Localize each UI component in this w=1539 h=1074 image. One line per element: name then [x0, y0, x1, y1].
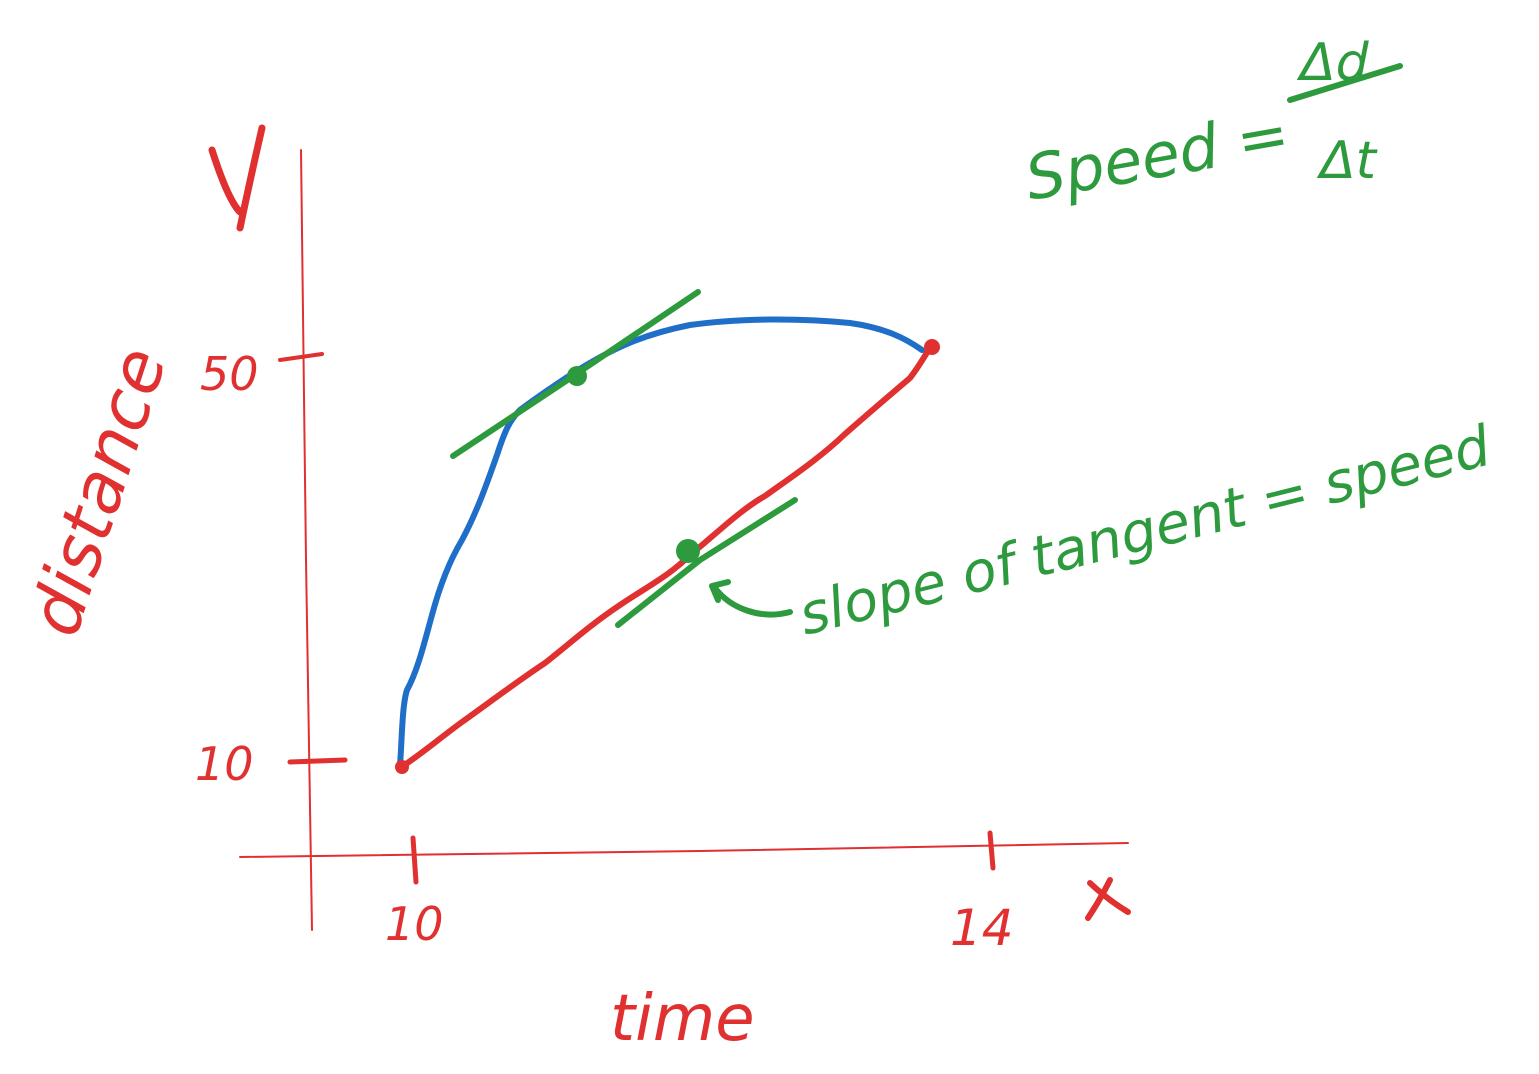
- x-axis-line: [239, 842, 1129, 858]
- y-axis-label: distance: [13, 338, 183, 645]
- x-letter-shape: [1085, 877, 1131, 921]
- y-tick-label-50: 50: [200, 347, 259, 401]
- x-tick-label-10: 10: [385, 897, 444, 951]
- axes: [239, 149, 1129, 931]
- end-point: [924, 339, 940, 355]
- tangent-line-blue: [450, 289, 701, 459]
- speed-lhs: Speed =: [1020, 97, 1295, 215]
- x-tick-14: [987, 830, 996, 871]
- tangent-note: slope of tangent = speed: [793, 414, 1498, 649]
- x-tick-10: [410, 835, 419, 885]
- start-point: [395, 760, 409, 774]
- speed-numerator: Δd: [1296, 33, 1370, 93]
- red-curve: [397, 342, 935, 771]
- y-tick-10: [287, 757, 348, 765]
- x-tick-label-14: 14: [950, 899, 1014, 957]
- blue-curve: [397, 316, 925, 768]
- y-axis-line: [300, 149, 313, 931]
- y-letter-shape: [208, 124, 266, 232]
- speed-formula: Speed = Δd Δt: [1020, 33, 1403, 215]
- fraction-bar: [1287, 63, 1403, 103]
- y-tick-50: [278, 352, 324, 362]
- speed-denominator: Δt: [1316, 131, 1378, 191]
- x-axis-label: time: [610, 982, 755, 1056]
- axis-x-letter: x: [1085, 877, 1131, 921]
- curved-arrow-icon: [709, 579, 793, 618]
- y-tick-label-10: 10: [195, 737, 254, 791]
- axis-y-letter: y: [208, 124, 266, 232]
- tangent-line-red: [615, 497, 798, 628]
- tangent-point-red: [676, 539, 700, 563]
- tangent-point-blue: [567, 366, 587, 386]
